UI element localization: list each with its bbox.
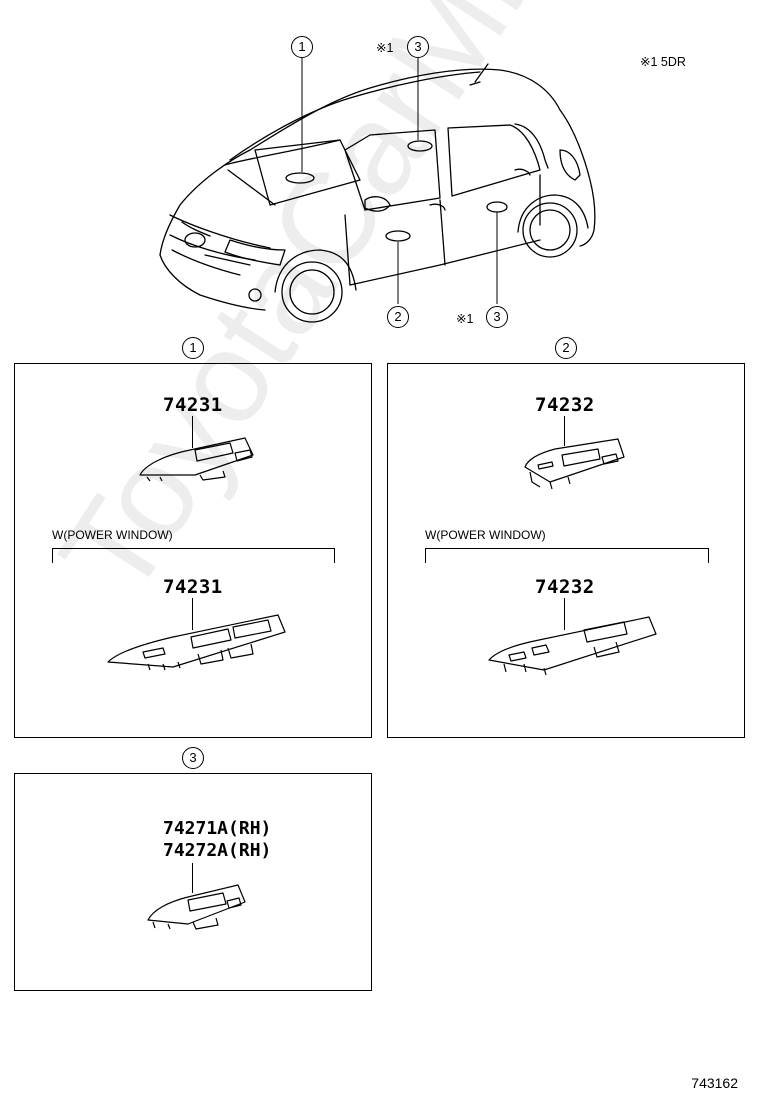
callout-3-car-bottom: 3	[486, 306, 508, 328]
panel1-bracket	[52, 548, 335, 563]
footnote-5dr: ※1 5DR	[640, 55, 686, 69]
panel1-callout: 1	[182, 337, 204, 359]
callout-3-car-top: 3	[407, 36, 429, 58]
panel1-leader-bottom	[192, 598, 193, 630]
panel2-leader-top	[564, 416, 565, 446]
panel2-callout: 2	[555, 337, 577, 359]
panel2-condition: W(POWER WINDOW)	[425, 528, 546, 542]
panel1-part-top: 74231	[163, 394, 223, 416]
panel-2	[387, 363, 745, 738]
panel-1	[14, 363, 372, 738]
panel1-switch-bottom-icon	[107, 614, 286, 671]
panel2-leader-bottom	[564, 598, 565, 630]
panel2-switch-top-icon	[524, 438, 625, 490]
note-mark-top: ※1	[376, 41, 394, 55]
panel1-condition: W(POWER WINDOW)	[52, 528, 173, 542]
car-illustration	[159, 58, 596, 323]
panel3-leader	[192, 863, 193, 893]
panel1-switch-top-icon	[139, 437, 254, 482]
panel1-part-bottom: 74231	[163, 576, 223, 598]
figure-number: 743162	[691, 1075, 738, 1091]
panel3-switch-icon	[147, 884, 246, 930]
panel3-callout: 3	[182, 747, 204, 769]
panel3-part-line1: 74271A(RH)	[163, 818, 272, 839]
note-mark-bottom: ※1	[456, 312, 474, 326]
panel3-part-line2: 74272A(RH)	[163, 840, 272, 861]
panel2-bracket	[425, 548, 709, 563]
panel-3	[14, 773, 372, 991]
callout-2-car: 2	[387, 306, 409, 328]
panel2-part-top: 74232	[535, 394, 595, 416]
callout-1-car: 1	[291, 36, 313, 58]
panel2-part-bottom: 74232	[535, 576, 595, 598]
panel2-switch-bottom-icon	[488, 616, 657, 676]
panel1-leader-top	[192, 416, 193, 448]
